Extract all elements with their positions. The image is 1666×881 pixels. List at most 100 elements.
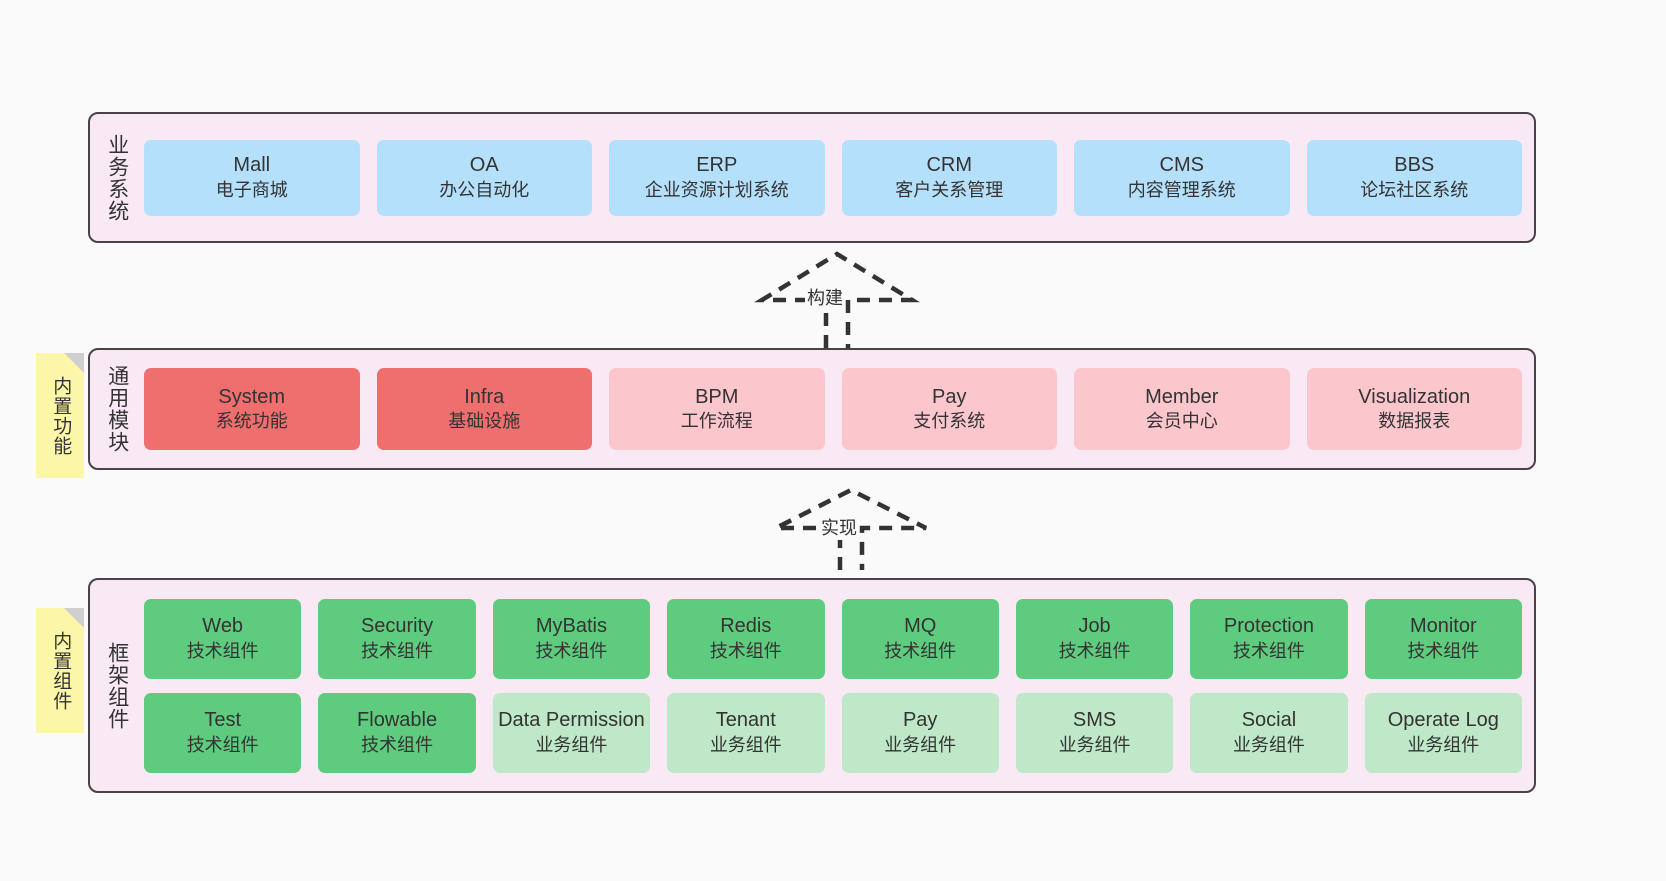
connector-build: 构建 <box>748 248 928 352</box>
node-title-en: Mall <box>233 154 271 177</box>
layer-business-title: 业务系统 <box>105 133 129 222</box>
node-title-en: OA <box>469 154 499 177</box>
node-title-en: MyBatis <box>535 615 607 638</box>
node-title-cn: 系统功能 <box>215 411 288 432</box>
node-title-en: Monitor <box>1409 615 1477 638</box>
node-title-cn: 数据报表 <box>1378 411 1451 432</box>
node-title-en: Data Permission <box>498 709 645 732</box>
node-title-cn: 电子商城 <box>215 179 288 200</box>
node-title-en: Member <box>1145 385 1219 408</box>
connector-implement: 实现 <box>762 484 942 574</box>
node-title-en: MQ <box>904 615 937 638</box>
node-title-en: CRM <box>926 154 973 177</box>
node-bpm[interactable]: BPM 工作流程 <box>609 368 825 450</box>
connector-build-label: 构建 <box>805 284 845 310</box>
connector-build-arrow <box>754 251 920 348</box>
connector-implement-arrow <box>774 487 928 570</box>
node-title-en: CMS <box>1159 154 1204 177</box>
node-title-cn: 技术组件 <box>1407 640 1480 661</box>
node-title-en: Tenant <box>715 709 776 732</box>
node-title-cn: 业务组件 <box>1407 734 1480 755</box>
node-title-cn: 内容管理系统 <box>1127 179 1236 200</box>
node-title-en: SMS <box>1072 709 1117 732</box>
node-title-cn: 客户关系管理 <box>895 179 1004 200</box>
node-title-en: Operate Log <box>1387 709 1499 732</box>
sticky-note-builtin-function: 内置功能 <box>36 353 84 478</box>
node-title-cn: 支付系统 <box>913 411 986 432</box>
node-title-cn: 技术组件 <box>535 640 608 661</box>
node-title-en: BPM <box>695 385 739 408</box>
node-title-cn: 技术组件 <box>361 734 434 755</box>
node-title-en: Visualization <box>1358 385 1471 408</box>
node-title-cn: 技术组件 <box>186 734 259 755</box>
node-title-en: BBS <box>1394 154 1435 177</box>
node-title-en: Security <box>360 615 434 638</box>
layer-framework-title: 框架组件 <box>105 641 129 730</box>
node-title-en: Pay <box>902 709 938 732</box>
node-title-cn: 办公自动化 <box>439 179 530 200</box>
node-title-en: Job <box>1078 615 1111 638</box>
sticky-fold-corner-icon <box>64 608 84 628</box>
node-title-cn: 业务组件 <box>535 734 608 755</box>
connector-implement-label: 实现 <box>819 514 859 540</box>
node-title-en: System <box>218 385 286 408</box>
node-title-en: Web <box>202 615 244 638</box>
node-title-en: Social <box>1241 709 1297 732</box>
node-title-cn: 工作流程 <box>680 411 753 432</box>
node-title-en: Infra <box>464 385 505 408</box>
node-title-en: ERP <box>696 154 738 177</box>
layer-common-title: 通用模块 <box>105 365 129 453</box>
node-title-cn: 技术组件 <box>709 640 782 661</box>
sticky-note-builtin-function-label: 内置功能 <box>50 375 72 456</box>
node-title-en: Test <box>204 709 242 732</box>
node-title-cn: 业务组件 <box>1232 734 1305 755</box>
node-infra[interactable]: Infra 基础设施 <box>376 368 592 450</box>
node-system[interactable]: System 系统功能 <box>144 368 360 450</box>
node-title-cn: 技术组件 <box>1058 640 1131 661</box>
sticky-fold-corner-icon <box>64 353 84 373</box>
node-title-cn: 基础设施 <box>448 411 521 432</box>
node-title-en: Protection <box>1223 615 1314 638</box>
node-title-cn: 企业资源计划系统 <box>644 179 789 200</box>
node-title-cn: 业务组件 <box>884 734 957 755</box>
node-title-cn: 业务组件 <box>709 734 782 755</box>
sticky-note-builtin-component: 内置组件 <box>36 608 84 733</box>
node-title-cn: 技术组件 <box>186 640 259 661</box>
node-visualization[interactable]: Visualization 数据报表 <box>1306 368 1522 450</box>
